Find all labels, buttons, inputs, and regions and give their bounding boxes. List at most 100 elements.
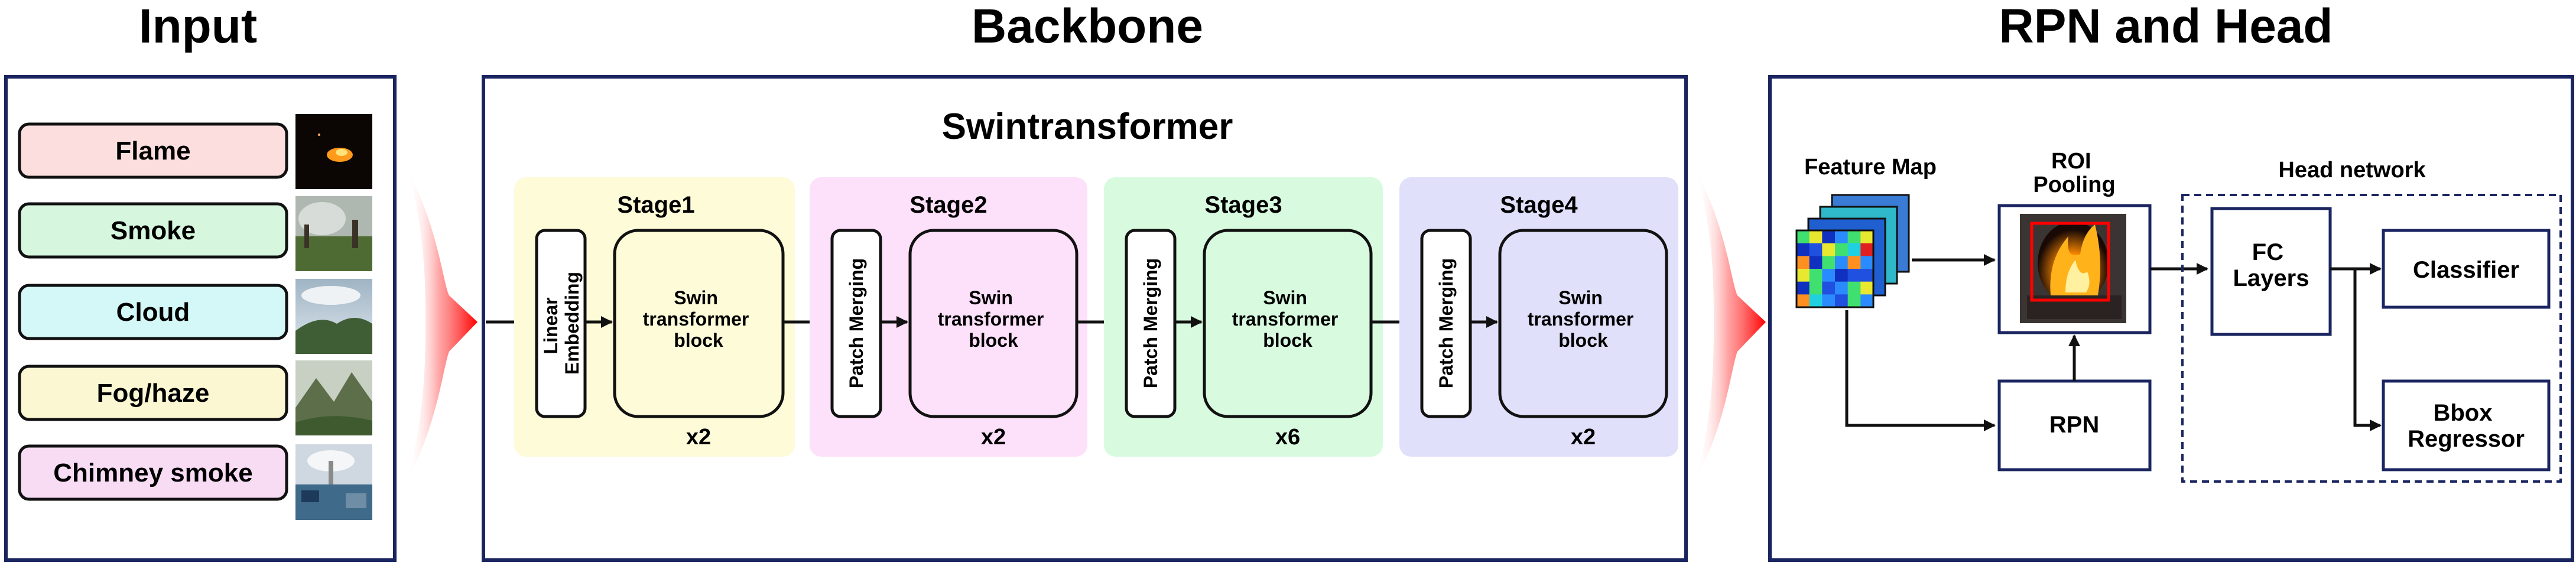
heatmap-cell <box>1835 256 1849 269</box>
embed-label: Patch Merging <box>846 258 867 388</box>
class-label: Flame <box>115 136 190 165</box>
embed-line: Linear <box>540 297 561 354</box>
heatmap-cell <box>1860 281 1874 295</box>
section-title-backbone: Backbone <box>972 0 1203 53</box>
flame-photo <box>295 114 372 189</box>
heatmap-cell <box>1809 294 1823 308</box>
smoke-photo <box>295 196 372 271</box>
feature-map-stack <box>1795 194 1910 308</box>
heatmap-cell <box>1822 256 1836 269</box>
class-row: Flame <box>18 114 372 189</box>
repeat-count: x2 <box>981 425 1006 450</box>
backbone-title: Swintransformer <box>942 106 1233 147</box>
heatmap-cell <box>1860 243 1874 256</box>
heatmap-cell <box>1835 243 1849 256</box>
block-label: Swin transformer block <box>938 287 1050 351</box>
heatmap-cell <box>1809 256 1823 269</box>
bbox-label: Bbox Regressor <box>2408 400 2525 452</box>
cloud-photo <box>295 279 372 354</box>
class-box-cloud <box>18 284 288 340</box>
bbox-box <box>2382 379 2551 471</box>
heatmap-cell <box>1809 243 1823 256</box>
block-line: transformer <box>643 308 749 330</box>
class-row: Smoke <box>18 196 372 271</box>
embed-line: Embedding <box>561 272 583 375</box>
heatmap-cell <box>1822 243 1836 256</box>
heatmap-cell <box>1860 230 1874 244</box>
heatmap-cell <box>1835 281 1849 295</box>
stage-3: Stage3 Patch Merging Swin transformer bl… <box>1104 177 1383 457</box>
fc-layers-box <box>2210 207 2332 336</box>
heatmap-cell <box>1835 294 1849 308</box>
class-row: Cloud <box>18 279 372 354</box>
section-title-input: Input <box>139 0 257 53</box>
feature-heatmap <box>1797 230 1874 308</box>
heatmap-cell <box>1797 243 1810 256</box>
class-box-chimney <box>18 444 288 501</box>
embed-label: Patch Merging <box>1435 258 1457 388</box>
heatmap-cell <box>1847 256 1861 269</box>
heatmap-cell <box>1797 269 1810 282</box>
head-network-box <box>2181 194 2562 483</box>
fc-line: Layers <box>2233 265 2309 291</box>
chimney-photo <box>295 444 372 520</box>
stage-name: Stage1 <box>617 192 694 218</box>
stage-name: Stage3 <box>1204 192 1282 218</box>
block-line: Swin <box>1263 287 1307 308</box>
stage-2: Stage2 Patch Merging Swin transformer bl… <box>810 177 1087 457</box>
block-line: transformer <box>1528 308 1634 330</box>
block-line: transformer <box>1232 308 1339 330</box>
stage-name: Stage4 <box>1500 192 1578 218</box>
heatmap-cell <box>1822 294 1836 308</box>
rpn-label: RPN <box>2049 412 2099 438</box>
class-label: Cloud <box>116 298 190 327</box>
heatmap-cell <box>1860 256 1874 269</box>
block-label: Swin transformer block <box>643 287 755 351</box>
heatmap-cell <box>1809 230 1823 244</box>
heatmap-cell <box>1797 256 1810 269</box>
classifier-box <box>2382 229 2551 309</box>
bbox-line: Bbox <box>2433 400 2492 426</box>
heatmap-cell <box>1860 269 1874 282</box>
class-label: Chimney smoke <box>53 458 252 487</box>
roi-pooling-label: ROI Pooling <box>2033 149 2115 197</box>
block-line: block <box>674 330 723 351</box>
head-panel <box>1768 75 2574 562</box>
roi-line: Pooling <box>2033 173 2115 197</box>
class-box-fog <box>18 365 288 421</box>
heatmap-cell <box>1847 230 1861 244</box>
classifier-label: Classifier <box>2413 257 2519 283</box>
heatmap-cell <box>1847 269 1861 282</box>
block-line: block <box>1558 330 1608 351</box>
heatmap-cell <box>1822 230 1836 244</box>
heatmap-cell <box>1809 281 1823 295</box>
feature-map-label: Feature Map <box>1804 155 1937 180</box>
embed-label: Linear Embedding <box>540 272 583 375</box>
block-line: Swin <box>1558 287 1603 308</box>
heatmap-cell <box>1835 269 1849 282</box>
heatmap-cell <box>1822 281 1836 295</box>
heatmap-cell <box>1822 269 1836 282</box>
heatmap-cell <box>1797 281 1810 295</box>
stage-4: Stage4 Patch Merging Swin transformer bl… <box>1399 177 1678 457</box>
repeat-count: x6 <box>1275 425 1300 450</box>
repeat-count: x2 <box>686 425 711 450</box>
class-row: Fog/haze <box>18 360 372 435</box>
heatmap-cell <box>1847 243 1861 256</box>
swin-block <box>1498 229 1668 418</box>
fire-photo <box>2020 214 2126 323</box>
block-line: transformer <box>938 308 1044 330</box>
block-line: block <box>1263 330 1313 351</box>
class-box-smoke <box>18 202 288 259</box>
class-label: Smoke <box>111 216 196 245</box>
fc-layers-label: FC Layers <box>2233 239 2309 291</box>
block-line: Swin <box>969 287 1013 308</box>
repeat-count: x2 <box>1571 425 1596 450</box>
class-row: Chimney smoke <box>18 444 372 520</box>
class-label: Fog/haze <box>97 379 210 408</box>
class-box-flame <box>18 122 288 179</box>
red-arrow-1 <box>408 171 477 479</box>
heatmap-cell <box>1847 281 1861 295</box>
embed-label: Patch Merging <box>1140 258 1161 388</box>
